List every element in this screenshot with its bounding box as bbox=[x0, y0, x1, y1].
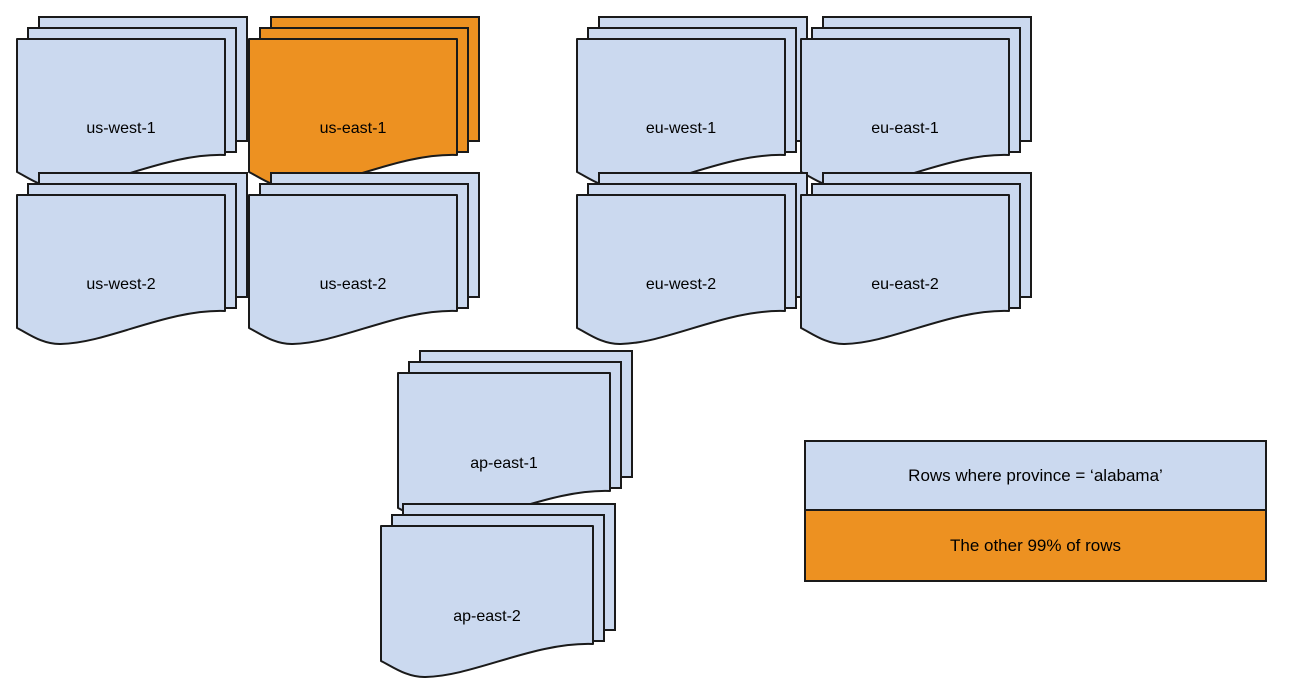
sheet-3 bbox=[380, 525, 594, 679]
sheet-3 bbox=[248, 38, 458, 190]
stack-shapes-us-west-1 bbox=[16, 16, 248, 190]
sheet-3 bbox=[800, 38, 1010, 190]
stack-shapes-eu-west-1 bbox=[576, 16, 808, 190]
stack-shapes-ap-east-1 bbox=[397, 350, 633, 526]
sheet-3 bbox=[397, 372, 611, 526]
sheet-3 bbox=[248, 194, 458, 346]
document-stack-us-west-1[interactable]: us-west-1 bbox=[16, 16, 248, 190]
stack-shapes-eu-west-2 bbox=[576, 172, 808, 346]
document-stack-us-east-2[interactable]: us-east-2 bbox=[248, 172, 480, 346]
legend: Rows where province = ‘alabama’ The other… bbox=[804, 440, 1267, 582]
stack-shapes-us-east-2 bbox=[248, 172, 480, 346]
stack-shapes-us-east-1 bbox=[248, 16, 480, 190]
document-stack-us-west-2[interactable]: us-west-2 bbox=[16, 172, 248, 346]
stack-shapes-eu-east-1 bbox=[800, 16, 1032, 190]
stack-shapes-us-west-2 bbox=[16, 172, 248, 346]
document-stack-eu-east-1[interactable]: eu-east-1 bbox=[800, 16, 1032, 190]
stack-shapes-eu-east-2 bbox=[800, 172, 1032, 346]
legend-row-legend-blue: Rows where province = ‘alabama’ bbox=[806, 442, 1265, 511]
document-stack-us-east-1[interactable]: us-east-1 bbox=[248, 16, 480, 190]
document-stack-eu-west-2[interactable]: eu-west-2 bbox=[576, 172, 808, 346]
stack-shapes-ap-east-2 bbox=[380, 503, 616, 679]
document-stack-ap-east-2[interactable]: ap-east-2 bbox=[380, 503, 616, 679]
legend-row-legend-orange: The other 99% of rows bbox=[806, 511, 1265, 580]
legend-label-legend-blue: Rows where province = ‘alabama’ bbox=[908, 465, 1163, 485]
document-stack-eu-east-2[interactable]: eu-east-2 bbox=[800, 172, 1032, 346]
document-stack-ap-east-1[interactable]: ap-east-1 bbox=[397, 350, 633, 526]
legend-label-legend-orange: The other 99% of rows bbox=[949, 535, 1122, 555]
sheet-3 bbox=[576, 194, 786, 346]
document-stack-eu-west-1[interactable]: eu-west-1 bbox=[576, 16, 808, 190]
sheet-3 bbox=[800, 194, 1010, 346]
sheet-3 bbox=[16, 194, 226, 346]
sheet-3 bbox=[16, 38, 226, 190]
sheet-3 bbox=[576, 38, 786, 190]
